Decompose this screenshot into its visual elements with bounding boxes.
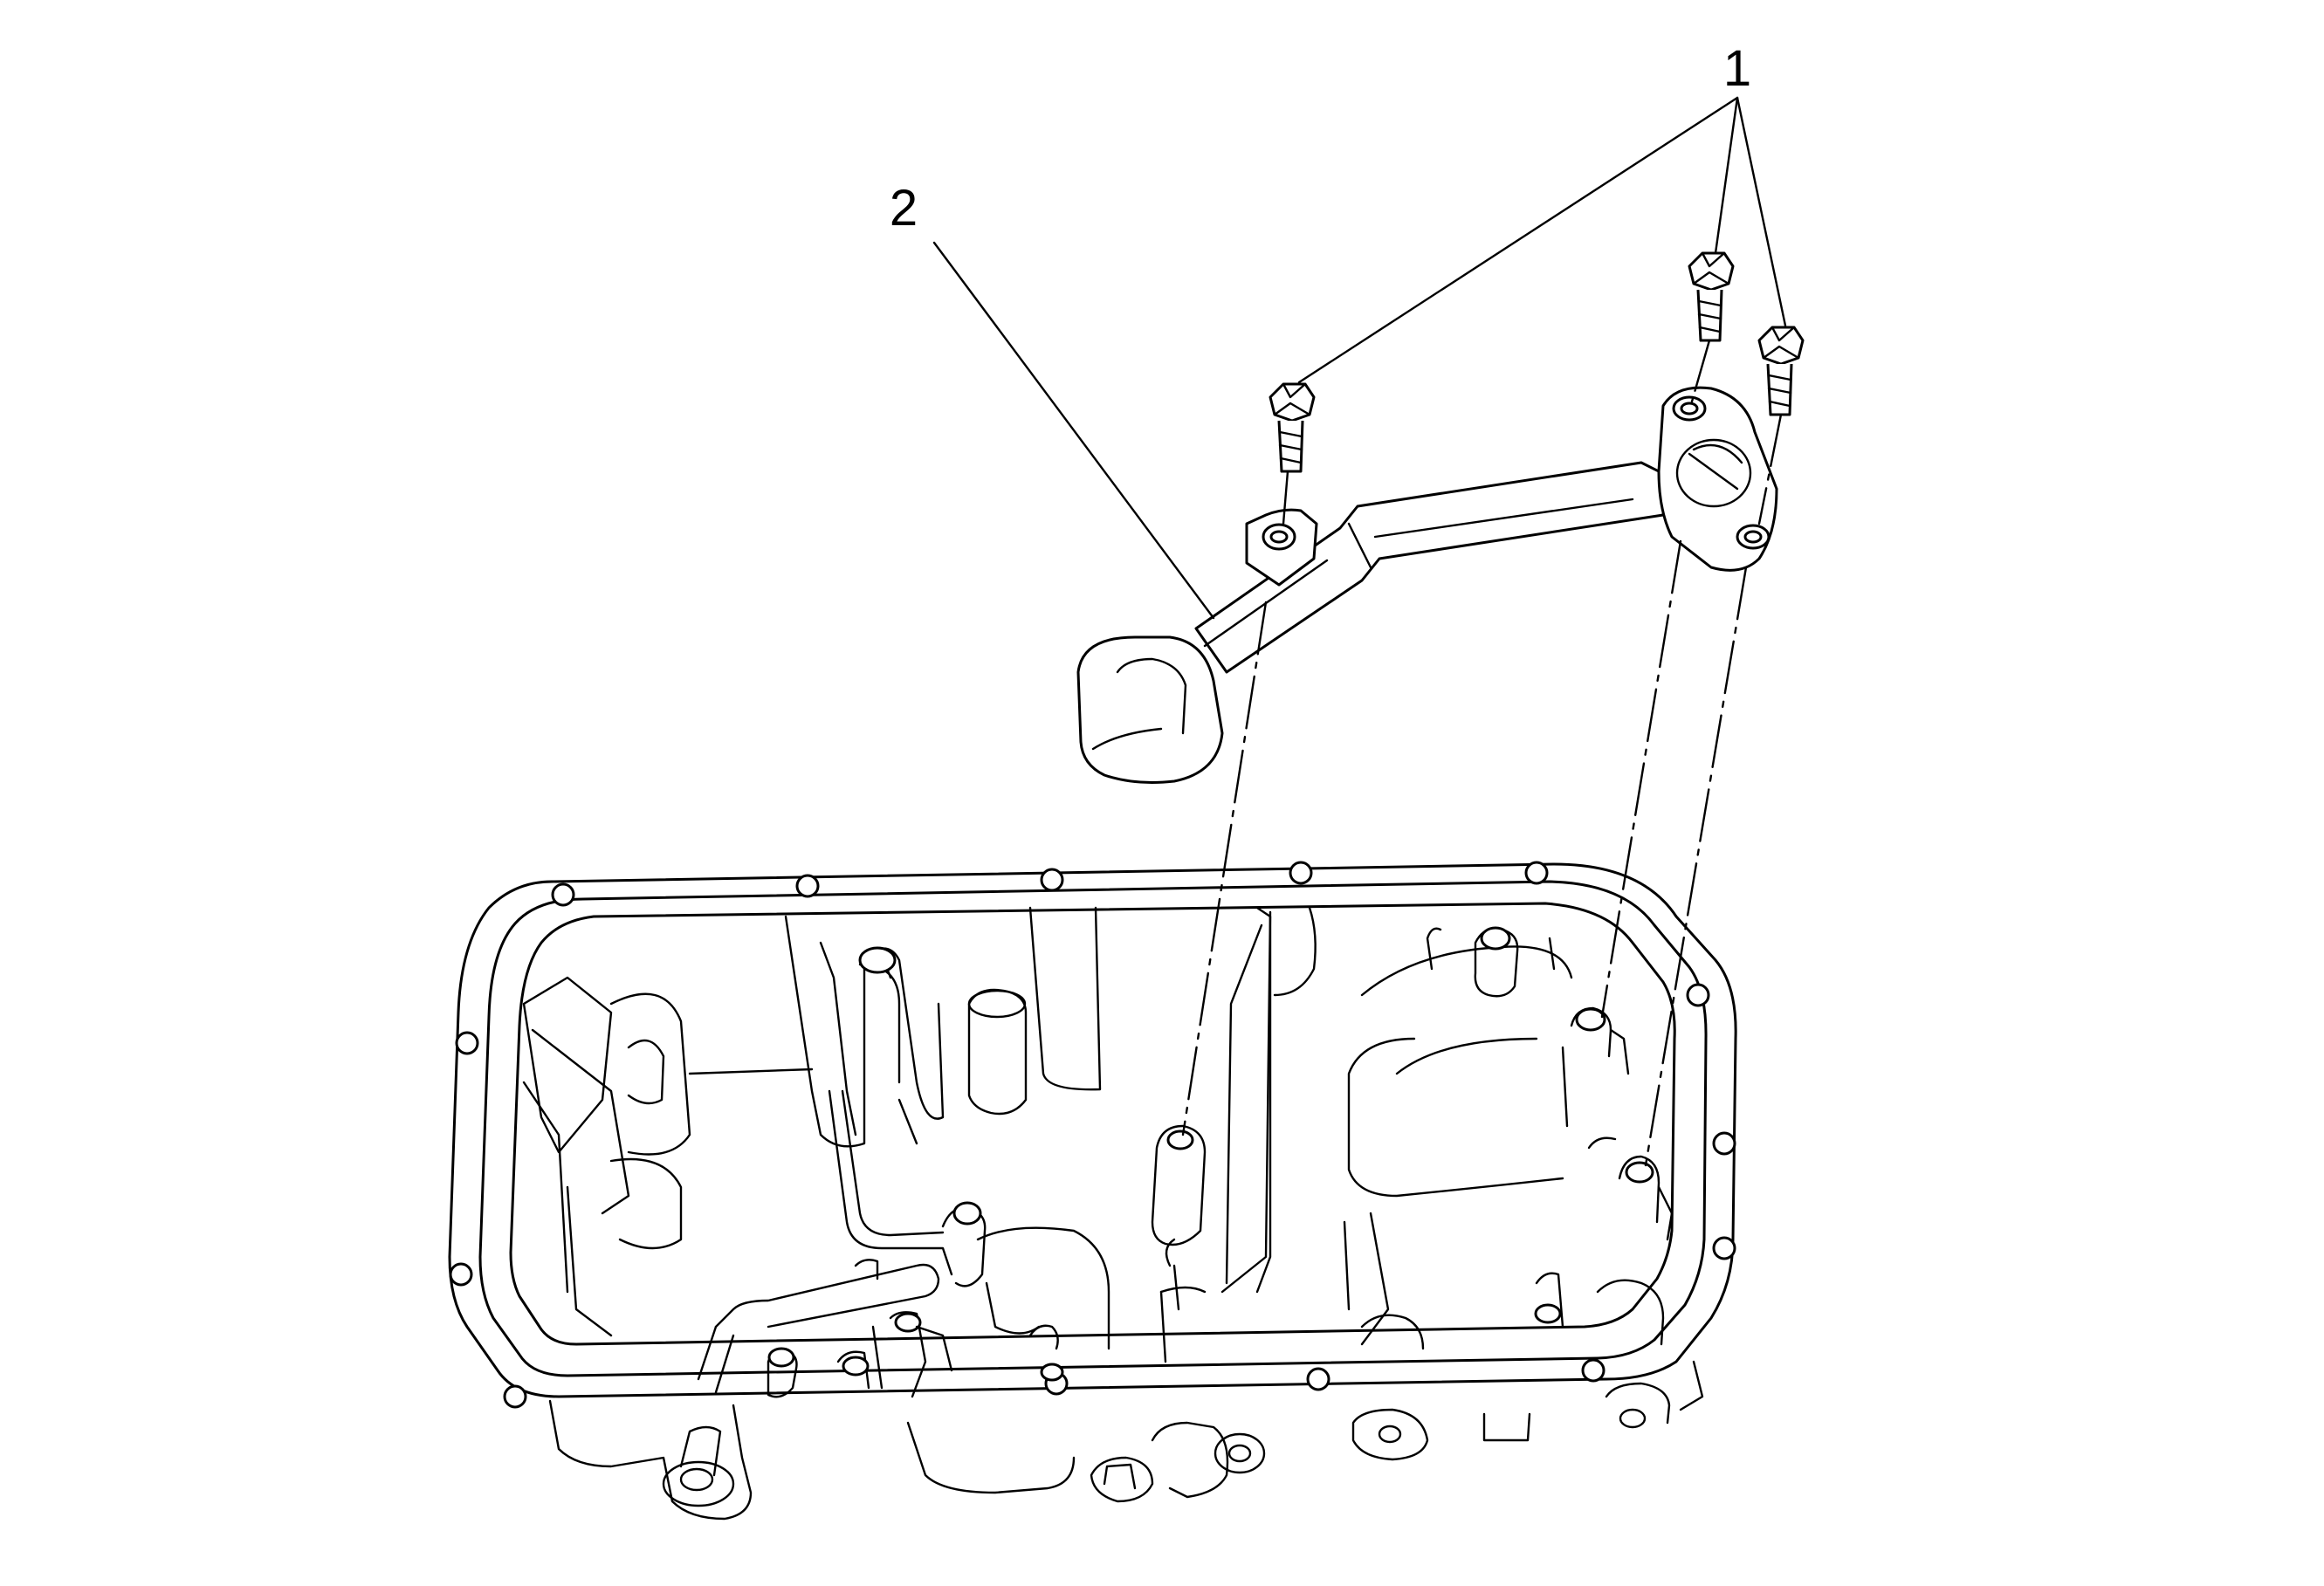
oil-pump-pickup-tube bbox=[1076, 386, 1778, 784]
bolt-center bbox=[1688, 251, 1735, 342]
bolt-right bbox=[1757, 326, 1805, 416]
oil-pan bbox=[448, 861, 1737, 1521]
bolt-left bbox=[1269, 382, 1316, 473]
callout-1-label: 1 bbox=[1723, 40, 1751, 97]
leader-lines bbox=[932, 96, 1787, 620]
callout-2-label: 2 bbox=[890, 180, 918, 237]
alignment-centerlines bbox=[1181, 339, 1783, 1167]
flange-bolt-holes bbox=[449, 861, 1736, 1409]
